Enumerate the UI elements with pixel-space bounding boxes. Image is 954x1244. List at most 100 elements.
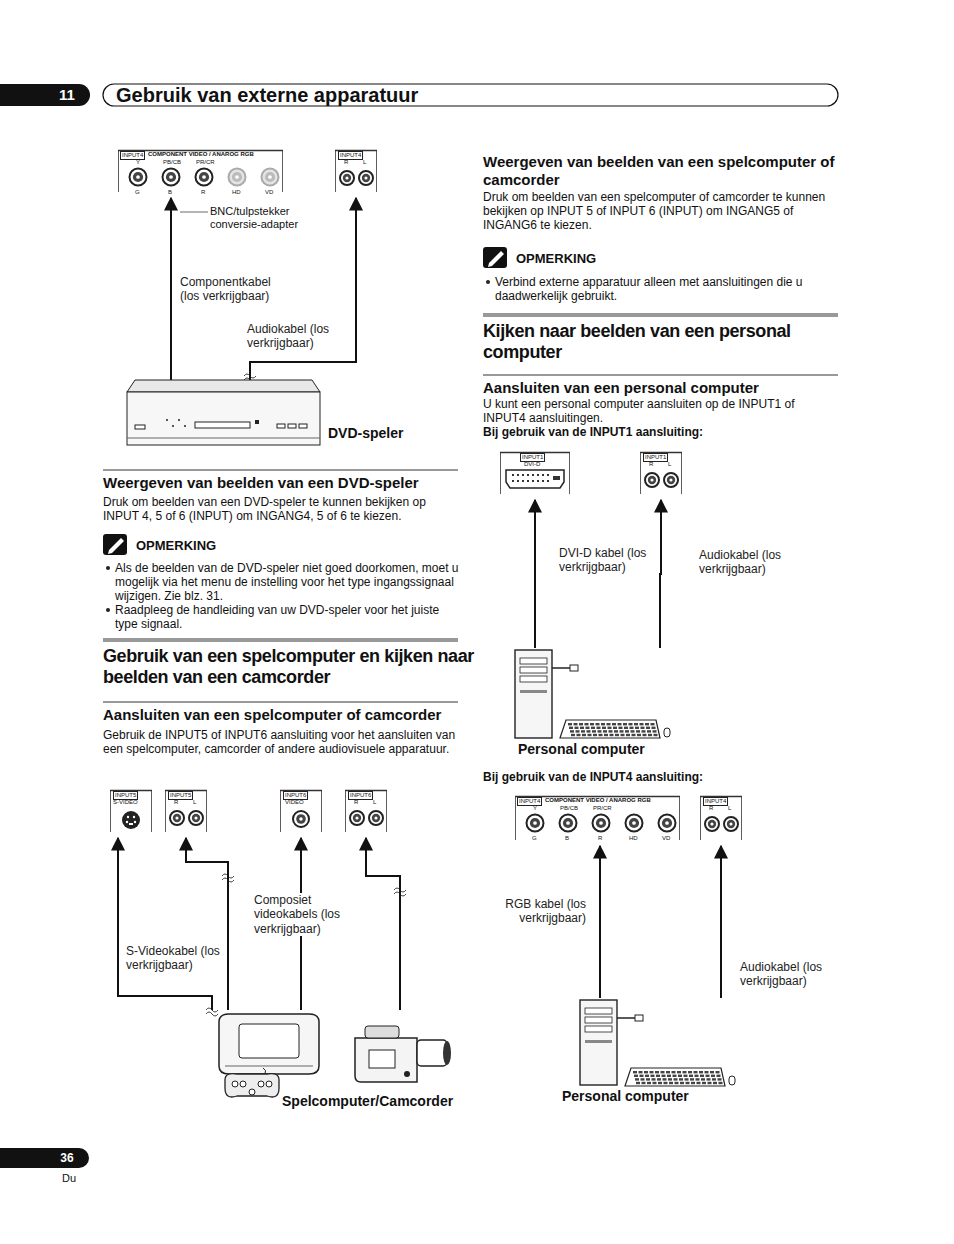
note-text: Verbind externe apparatuur alleen met aa… xyxy=(495,275,840,303)
cable xyxy=(720,846,722,998)
jack-label: VIDEO xyxy=(285,799,304,806)
section-heading: Aansluiten van een personal computer xyxy=(483,379,845,397)
note-heading: OPMERKING xyxy=(136,538,246,553)
device-label: Personal computer xyxy=(562,1089,689,1104)
dvd-player: DVD-speler xyxy=(127,380,407,447)
title-frame xyxy=(103,84,838,106)
bullet xyxy=(486,280,490,284)
jack-label: S-VIDEO xyxy=(113,799,138,806)
body-text: Gebruik de INPUT5 of INPUT6 aansluiting … xyxy=(103,728,458,756)
cable xyxy=(660,500,661,648)
cable-break xyxy=(394,888,406,896)
audio-input-panel: INPUT5R L xyxy=(165,790,207,838)
jack-label: L xyxy=(668,461,671,468)
input-panel: INPUT4COMPONENT VIDEO / ANAROG RGB Y PB/CB… xyxy=(118,150,283,198)
jack-label: PR/CR xyxy=(196,159,215,166)
rule xyxy=(103,701,458,703)
jack-label: G xyxy=(135,189,140,196)
cable xyxy=(599,846,601,998)
jack-label: L xyxy=(363,159,366,166)
input-tag: INPUT5 xyxy=(168,791,193,800)
jack-label: R xyxy=(174,799,178,806)
page-tab xyxy=(0,1148,89,1168)
note-text: Raadpleeg de handleiding van uw DVD-spel… xyxy=(115,603,460,631)
device-label: Spelcomputer/Camcorder xyxy=(282,1094,453,1109)
audio-input-panel: INPUT6R L xyxy=(345,790,387,838)
section-heading: Aansluiten van een spelcomputer of camco… xyxy=(103,706,465,724)
language-code: Du xyxy=(62,1172,86,1185)
jack-label: Y xyxy=(533,805,537,812)
jack-label: L xyxy=(373,799,376,806)
cable xyxy=(186,838,228,1010)
jack-label: L xyxy=(193,799,196,806)
cable-label: DVI-D kabel (los verkrijgbaar) xyxy=(557,546,657,575)
jack-label: R xyxy=(649,461,653,468)
audio-input-panel: INPUT4R L xyxy=(335,150,377,198)
note-heading: OPMERKING xyxy=(516,251,626,266)
cable-label: Componentkabel (los verkrijgbaar) xyxy=(178,275,282,304)
chapter-tab xyxy=(0,84,90,106)
input-tag: INPUT4 xyxy=(517,797,542,806)
jack-label: VD xyxy=(662,835,670,842)
input-tag: INPUT6 xyxy=(348,791,373,800)
jack-label: PR/CR xyxy=(593,805,612,812)
cable xyxy=(170,198,172,380)
input-tag: INPUT5 xyxy=(113,791,138,800)
input-tag: INPUT1 xyxy=(643,453,668,462)
device-label: Personal computer xyxy=(518,742,645,757)
note-text: Als de beelden van de DVD-speler niet go… xyxy=(115,561,460,603)
cable-label: Composiet videokabels (los verkrijgbaar) xyxy=(252,893,378,936)
rule xyxy=(483,313,838,317)
jack-label: G xyxy=(532,835,537,842)
input-tag: INPUT6 xyxy=(283,791,308,800)
input-tag: INPUT4 xyxy=(338,151,363,160)
leader-line xyxy=(180,212,208,213)
rule xyxy=(103,638,458,642)
input-panel: INPUT4COMPONENT VIDEO / ANAROG RGB Y PB/CB… xyxy=(515,796,680,846)
jack-label: Y xyxy=(136,159,140,166)
cable-label: Audiokabel (los verkrijgbaar) xyxy=(697,548,797,577)
sub-heading: Bij gebruik van de INPUT4 aansluiting: xyxy=(483,770,838,784)
chapter-heading: Gebruik van een spelcomputer en kijken n… xyxy=(103,646,475,688)
cable-label: S-Videokabel (los verkrijgbaar) xyxy=(124,944,226,973)
jack-label: B xyxy=(168,189,172,196)
page-number: 36 xyxy=(52,1151,82,1165)
video-input-panel: INPUT6VIDEO xyxy=(280,790,322,838)
jack-label: L xyxy=(728,805,731,812)
jack-label: PB/CB xyxy=(163,159,181,166)
chapter-heading: Kijken naar beelden van een personal com… xyxy=(483,321,855,363)
jack-label: PB/CB xyxy=(560,805,578,812)
s-video-input-panel: INPUT5S-VIDEO xyxy=(110,790,152,838)
body-text: Druk om beelden van een spelcomputer of … xyxy=(483,190,838,232)
body-text: U kunt een personal computer aansluiten … xyxy=(483,397,838,425)
callout: BNC/tulpstekker conversie-adapter xyxy=(210,205,325,231)
jack-label: R xyxy=(598,835,602,842)
jack-label: R xyxy=(354,799,358,806)
input-tag: INPUT4 xyxy=(120,151,145,160)
cable-break xyxy=(206,1008,218,1016)
jack-label: COMPONENT VIDEO / ANAROG RGB xyxy=(148,151,254,158)
cable xyxy=(118,838,212,1010)
cable-label: Audiokabel (los verkrijgbaar) xyxy=(738,960,838,989)
cable-label: RGB kabel (los verkrijgbaar) xyxy=(486,897,588,926)
bullet xyxy=(106,566,110,570)
chapter-number: 11 xyxy=(52,86,82,104)
jack-label: HD xyxy=(232,189,241,196)
personal-computer: Personal computer xyxy=(512,648,668,760)
jack-label: VD xyxy=(265,189,273,196)
jack-label: HD xyxy=(629,835,638,842)
input-tag: INPUT1 xyxy=(520,453,545,462)
jack-label: R xyxy=(344,159,348,166)
rule xyxy=(103,469,458,471)
body-text: Druk om beelden van een DVD-speler te ku… xyxy=(103,495,458,523)
cable xyxy=(534,500,536,648)
game-console-camcorder: Spelcomputer/Camcorder xyxy=(205,1010,456,1115)
bullet xyxy=(106,608,110,612)
jack-label: COMPONENT VIDEO / ANAROG RGB xyxy=(545,797,651,804)
audio-input-panel: INPUT1R L xyxy=(640,452,682,500)
jack-label: R xyxy=(201,189,205,196)
personal-computer: Personal computer xyxy=(560,998,740,1106)
cable-label: Audiokabel (los verkrijgbaar) xyxy=(245,322,349,351)
note-icon xyxy=(103,534,127,555)
dvi-input-panel: INPUT1DVI-D xyxy=(500,452,570,500)
